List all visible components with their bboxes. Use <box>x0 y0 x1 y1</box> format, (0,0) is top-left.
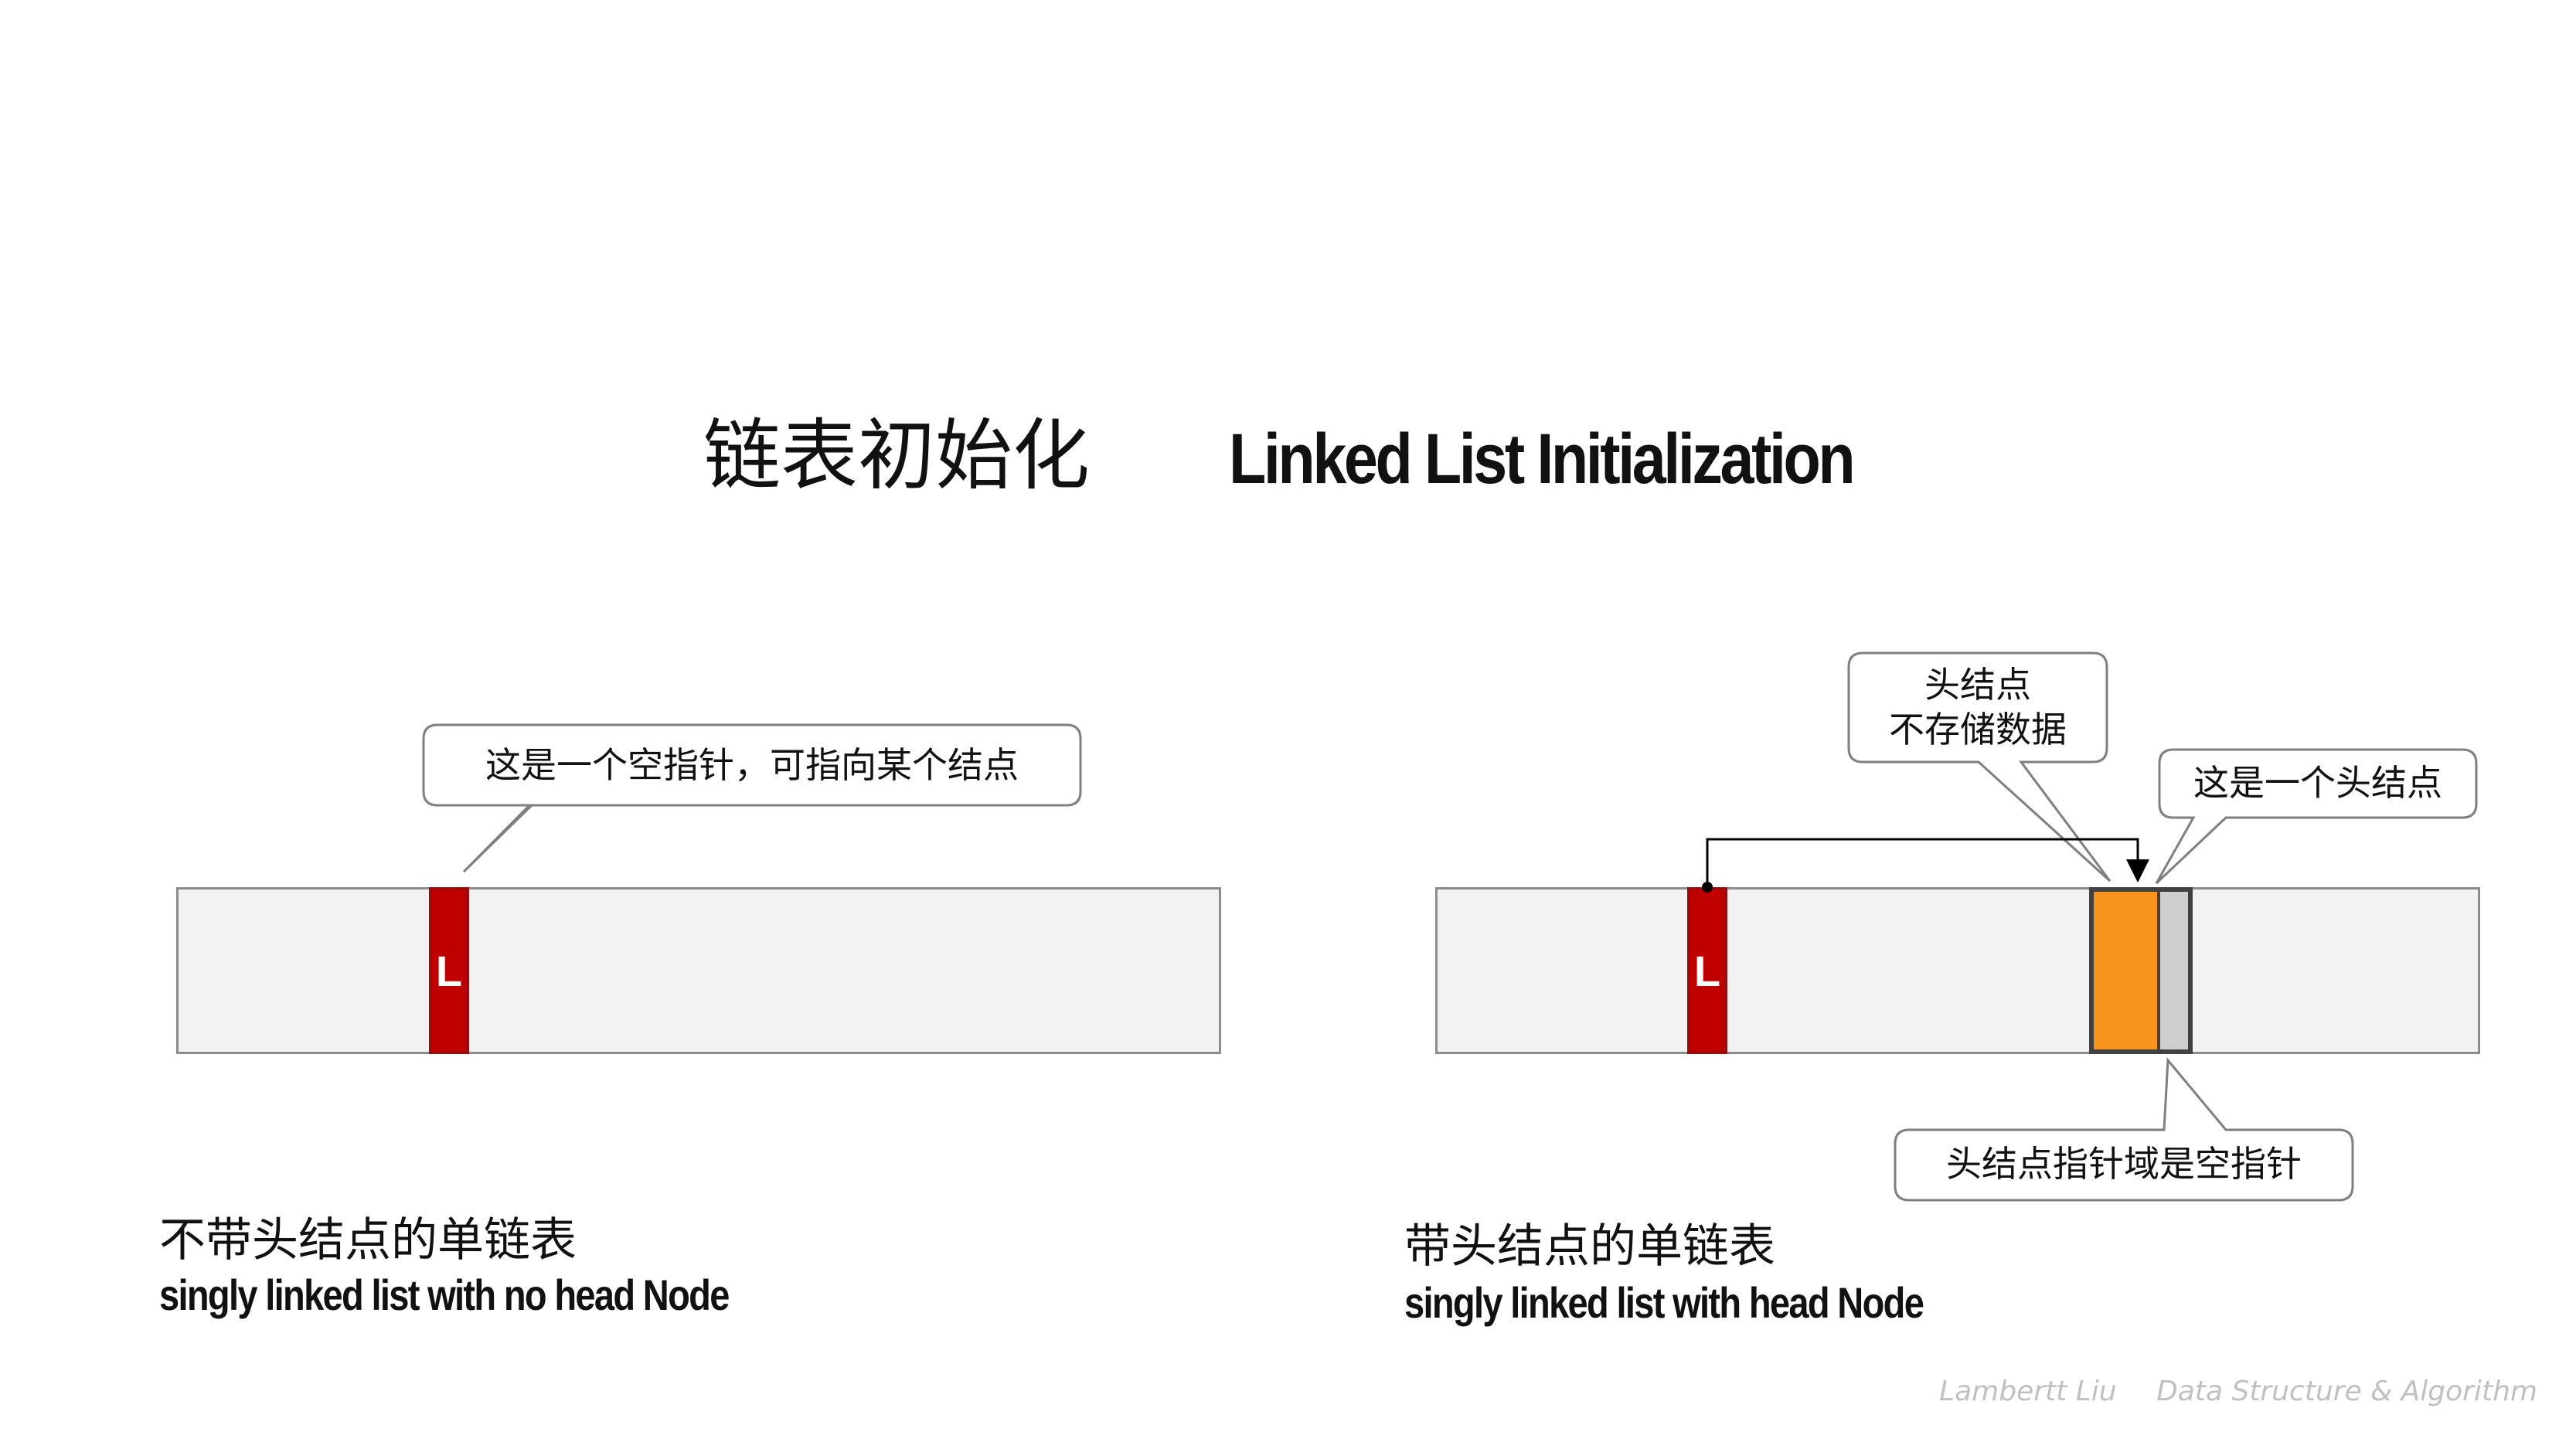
left-pointer-l: L <box>429 887 469 1054</box>
left-caption-chinese: 不带头结点的单链表 <box>159 1213 577 1267</box>
right-pointer-l: L <box>1687 887 1727 1054</box>
left-caption-english: singly linked list with no head Node <box>159 1270 730 1319</box>
footer-author: Lambertt Liu <box>1939 1376 2117 1407</box>
callout-this-head-shape <box>2155 748 2478 885</box>
right-caption-english: singly linked list with head Node <box>1404 1278 1924 1327</box>
title-english: Linked List Initialization <box>1229 420 1856 498</box>
footer: Lambertt Liu Data Structure & Algorithm <box>1939 1376 2537 1407</box>
footer-course: Data Structure & Algorithm <box>2156 1376 2537 1407</box>
callout-head-shape <box>1847 651 2112 883</box>
head-node-data-field <box>2094 892 2157 1049</box>
head-node-pointer-field <box>2157 892 2188 1049</box>
right-caption-chinese: 带头结点的单链表 <box>1404 1219 1775 1274</box>
callout-this-head-text: 这是一个头结点 <box>2193 762 2442 804</box>
right-memory-bar <box>1435 887 2480 1054</box>
left-callout-shape <box>422 723 1082 873</box>
callout-null-pointer-shape <box>1894 1057 2354 1202</box>
callout-null-pointer-text: 头结点指针域是空指针 <box>1946 1143 2302 1185</box>
callout-head-line1: 头结点 <box>1924 664 2031 706</box>
left-callout-text: 这是一个空指针，可指向某个结点 <box>485 744 1019 786</box>
title-chinese: 链表初始化 <box>703 410 1090 501</box>
left-memory-bar <box>176 887 1221 1054</box>
callout-head-line2: 不存储数据 <box>1889 709 2067 750</box>
head-node <box>2089 887 2193 1054</box>
pointer-arrow <box>1706 838 2149 887</box>
